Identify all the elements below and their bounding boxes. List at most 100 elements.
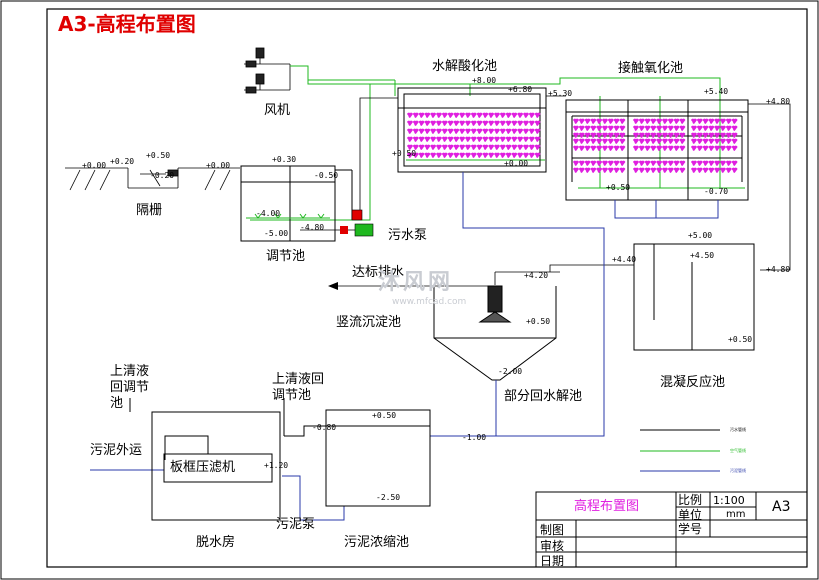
media-element [691, 125, 697, 131]
media-element [578, 132, 585, 138]
media-element [590, 118, 597, 124]
media-element [667, 125, 674, 131]
dewatering-room-label: 脱水房 [196, 535, 236, 550]
media-element [459, 120, 466, 126]
media-element [459, 112, 466, 118]
media-element [602, 167, 608, 173]
media-element [708, 160, 715, 166]
media-element [662, 132, 668, 138]
media-element [528, 112, 535, 118]
media-element [470, 120, 477, 126]
media-element [679, 132, 686, 138]
media-element [725, 118, 732, 124]
media-element [418, 128, 425, 134]
media-element [407, 128, 413, 134]
media-element [418, 112, 425, 118]
media-element [453, 112, 460, 118]
media-element [441, 128, 448, 134]
media-element [465, 112, 471, 118]
media-element [436, 152, 442, 158]
media-element [511, 120, 518, 126]
media-element [430, 152, 437, 158]
media-element [662, 160, 668, 166]
elev-hyd-inlet: +5.30 [548, 89, 573, 98]
effluent-label: 达标排水 [352, 265, 405, 280]
media-element [528, 144, 535, 150]
blower-label: 风机 [264, 103, 291, 118]
coagulation-label: 混凝反应池 [660, 375, 726, 390]
media-element [499, 120, 506, 126]
tb-scale-label: 比例 [678, 493, 703, 507]
title-block [535, 491, 808, 568]
media-element [424, 112, 431, 118]
media-element [459, 144, 466, 150]
media-element [656, 138, 663, 144]
media-element [412, 112, 419, 118]
media-element [476, 128, 483, 134]
elev-coag-in: +4.40 [612, 255, 637, 264]
media-element [578, 160, 585, 166]
elev-coag-bottom: +0.50 [728, 335, 753, 344]
media-element [679, 160, 686, 166]
media-element [430, 112, 437, 118]
media-element [679, 125, 686, 131]
media-element [424, 152, 431, 158]
media-element [494, 152, 500, 158]
media-element [602, 160, 608, 166]
media-element [633, 118, 639, 124]
media-element [482, 144, 489, 150]
media-element [720, 160, 726, 166]
media-element [602, 118, 608, 124]
media-element [720, 118, 726, 124]
legend-sludge: 污泥管线 [730, 468, 746, 473]
media-element [667, 132, 674, 138]
media-element [590, 160, 597, 166]
dewatering-room [129, 398, 281, 521]
media-element [667, 160, 674, 166]
media-element [638, 145, 645, 151]
media-element [441, 120, 448, 126]
media-element [696, 132, 703, 138]
media-element [505, 120, 512, 126]
elev-ground-1: +0.00 [82, 161, 107, 170]
media-element [578, 145, 585, 151]
media-element [436, 112, 442, 118]
media-element [488, 136, 495, 142]
media-element [573, 125, 579, 131]
equalization-tank [240, 165, 353, 242]
legend-sewage: 污水管线 [730, 427, 746, 432]
media-element [691, 118, 697, 124]
media-element [602, 132, 608, 138]
inner-frame [46, 8, 808, 568]
media-element [584, 138, 591, 144]
media-element [465, 144, 471, 150]
media-element [436, 128, 442, 134]
media-element [573, 118, 579, 124]
media-element [662, 167, 668, 173]
media-element [523, 112, 529, 118]
sludge-thickener-label: 污泥浓缩池 [344, 535, 410, 550]
media-element [644, 145, 651, 151]
media-element [731, 138, 738, 144]
media-element [517, 144, 524, 150]
media-element [494, 128, 500, 134]
media-element [418, 144, 425, 150]
media-element [596, 125, 603, 131]
media-element [619, 160, 626, 166]
media-element [447, 152, 454, 158]
media-element [523, 144, 529, 150]
media-element [436, 120, 442, 126]
media-element [633, 145, 639, 151]
media-element [447, 112, 454, 118]
media-element [470, 144, 477, 150]
media-element [441, 152, 448, 158]
media-element [482, 120, 489, 126]
media-element [488, 144, 495, 150]
elev-hyd-low: +0.50 [392, 149, 417, 158]
media-element [656, 118, 663, 124]
media-element [494, 112, 500, 118]
media-element [613, 125, 620, 131]
tb-sheet: A3 [772, 499, 791, 515]
media-element [596, 145, 603, 151]
